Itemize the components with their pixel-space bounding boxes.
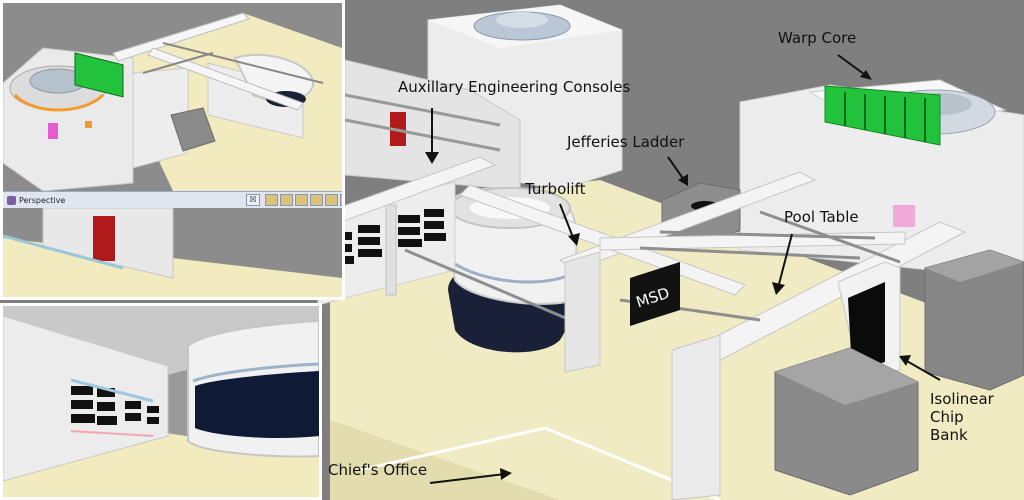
label-pool-table: Pool Table bbox=[784, 208, 859, 226]
persp-pink-tube bbox=[48, 123, 58, 139]
console-pillar bbox=[385, 204, 397, 296]
closeup-turbolift-band bbox=[192, 362, 319, 383]
perspective-lower-scene bbox=[3, 208, 342, 297]
warp-core-panel-bars bbox=[844, 92, 926, 142]
arrow-pool-table-head bbox=[772, 282, 785, 295]
persp-rail bbox=[162, 42, 324, 84]
cabinet-block-top bbox=[775, 348, 918, 405]
persp-rail bbox=[142, 52, 214, 74]
label-warp-core: Warp Core bbox=[778, 29, 856, 47]
perspective-scene bbox=[3, 3, 342, 191]
label-jefferies-ladder: Jefferies Ladder bbox=[566, 133, 685, 151]
viewport-tool-icon[interactable] bbox=[295, 194, 308, 206]
isolinear-chip-bank bbox=[848, 282, 885, 372]
persp-wall bbox=[132, 67, 189, 169]
label-chiefs-office: Chief's Office bbox=[328, 461, 427, 479]
cabinet-block-top bbox=[925, 250, 1024, 282]
closeup-left-wall bbox=[3, 315, 169, 482]
arrow-isolinear bbox=[904, 359, 941, 381]
arrow-warp-core-head bbox=[860, 70, 872, 80]
closeup-scene bbox=[3, 306, 319, 497]
perspective-viewport: Perspective ☒ bbox=[0, 0, 345, 300]
arrow-pool-table bbox=[777, 233, 793, 289]
arrow-chiefs-office bbox=[429, 473, 506, 484]
viewport-title-bar[interactable]: Perspective ☒ bbox=[3, 191, 342, 209]
arrow-turbolift bbox=[559, 203, 575, 241]
arrow-chiefs-office-head bbox=[500, 468, 512, 480]
wall-rail bbox=[344, 93, 501, 127]
viewport-tool-icon[interactable] bbox=[280, 194, 293, 206]
label-turbolift: Turbolift bbox=[524, 180, 586, 198]
viewport-tool-icon[interactable] bbox=[265, 194, 278, 206]
arrow-warp-core bbox=[837, 54, 869, 78]
viewport-title: Perspective bbox=[19, 195, 66, 205]
viewport-tool-icon[interactable] bbox=[325, 194, 338, 206]
closeup-console-screens bbox=[71, 386, 159, 425]
label-isolinear-2: Chip bbox=[930, 408, 964, 426]
perspective-icon bbox=[7, 195, 16, 205]
closeup-console-light bbox=[70, 430, 154, 437]
persp-warp-panel bbox=[74, 52, 124, 98]
floor-marking bbox=[359, 426, 546, 472]
turbolift-band bbox=[451, 260, 576, 284]
lower-blue-strip bbox=[3, 234, 124, 270]
arrow-turbolift-head bbox=[568, 233, 580, 246]
viewport-toolbar bbox=[265, 194, 342, 206]
arrow-jefferies bbox=[667, 156, 685, 181]
viewport-tool-icon[interactable] bbox=[340, 194, 342, 206]
persp-orange-dot bbox=[85, 121, 92, 128]
label-isolinear-3: Bank bbox=[930, 426, 968, 444]
arrow-isolinear-head bbox=[899, 355, 911, 366]
closeup-ceiling bbox=[3, 306, 319, 376]
persp-beam bbox=[147, 47, 304, 111]
viewport-close-button[interactable]: ☒ bbox=[246, 194, 260, 206]
arrow-aux-consoles-head bbox=[425, 152, 439, 164]
closeup-turbolift-window bbox=[195, 371, 319, 439]
msd-panel bbox=[630, 262, 680, 326]
label-isolinear-1: Isolinear bbox=[930, 390, 995, 408]
pink-tubes bbox=[893, 205, 915, 227]
viewport-tool-icon[interactable] bbox=[310, 194, 323, 206]
console-closeup-viewport bbox=[0, 303, 322, 500]
floor-shadow bbox=[330, 420, 560, 500]
persp-core-ring-band bbox=[13, 93, 105, 112]
warp-core-panel bbox=[824, 85, 941, 146]
closeup-console-light bbox=[70, 378, 154, 403]
persp-beam bbox=[112, 12, 250, 62]
arrow-jefferies-head bbox=[678, 174, 688, 186]
wall-rail bbox=[344, 118, 501, 152]
lower-red-door bbox=[93, 216, 115, 261]
persp-cabinet bbox=[170, 107, 216, 152]
center-pillar bbox=[564, 251, 601, 373]
center-pillar bbox=[671, 334, 721, 500]
label-aux-consoles: Auxillary Engineering Consoles bbox=[398, 78, 630, 96]
beam-rails bbox=[404, 210, 901, 324]
upper-room-dome-cap bbox=[496, 12, 548, 28]
